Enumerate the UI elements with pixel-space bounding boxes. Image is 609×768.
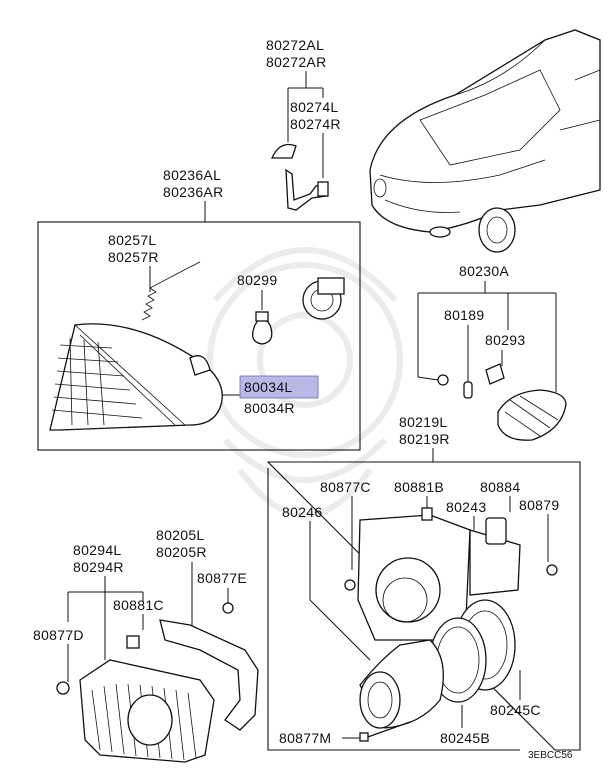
label-80219L: 80219L: [399, 414, 448, 430]
label-80246: 80246: [282, 504, 322, 520]
label-80877E: 80877E: [197, 570, 247, 586]
label-80205L: 80205L: [156, 527, 205, 543]
cover-assembly-80205: 80205L 80205R 80294L 80294R 80877E 80881…: [33, 527, 259, 763]
highlight-80034L: [239, 375, 319, 399]
turn-signal-group-box: [37, 221, 361, 451]
label-80877M: 80877M: [279, 730, 331, 746]
label-80219R: 80219R: [399, 431, 450, 447]
label-80257L: 80257L: [108, 232, 157, 248]
label-80294L: 80294L: [73, 542, 122, 558]
label-80274L: 80274L: [290, 99, 339, 115]
label-80294R: 80294R: [73, 559, 124, 575]
label-80245C: 80245C: [490, 702, 541, 718]
label-80189: 80189: [444, 307, 484, 323]
label-80243: 80243: [446, 499, 486, 515]
label-80245B: 80245B: [440, 730, 490, 746]
label-80034R: 80034R: [244, 400, 295, 416]
label-80879: 80879: [519, 497, 559, 513]
label-80034L: 80034L: [244, 379, 293, 395]
side-marker-80230A: 80230A 80189 80293: [417, 263, 567, 441]
diagram-code: 3EBCC56: [528, 750, 573, 761]
turn-signal-assembly-80236: 80236AL 80236AR 80257L 80257R 80299 8003…: [37, 167, 361, 451]
label-80205R: 80205R: [156, 544, 207, 560]
label-80877C: 80877C: [320, 479, 371, 495]
label-80877D: 80877D: [33, 627, 84, 643]
label-80236AL: 80236AL: [163, 167, 221, 183]
label-80257R: 80257R: [108, 249, 159, 265]
label-80272AL: 80272AL: [266, 37, 324, 53]
label-80881B: 80881B: [394, 479, 444, 495]
label-80272AR: 80272AR: [266, 54, 326, 70]
watermark-emblem: [207, 247, 403, 518]
label-80236AR: 80236AR: [163, 184, 223, 200]
label-80299: 80299: [237, 272, 277, 288]
car-illustration: [369, 29, 601, 253]
fog-lamp-assembly-80219: 80219L 80219R 80877C 80881B 80884 80243 …: [266, 414, 581, 751]
socket-bulb-80272: 80272AL 80272AR 80274L 80274R: [266, 37, 341, 211]
label-80884: 80884: [480, 479, 520, 495]
label-80881C: 80881C: [113, 597, 164, 613]
label-80293: 80293: [485, 332, 525, 348]
label-80274R: 80274R: [290, 116, 341, 132]
label-80230A: 80230A: [459, 263, 509, 279]
